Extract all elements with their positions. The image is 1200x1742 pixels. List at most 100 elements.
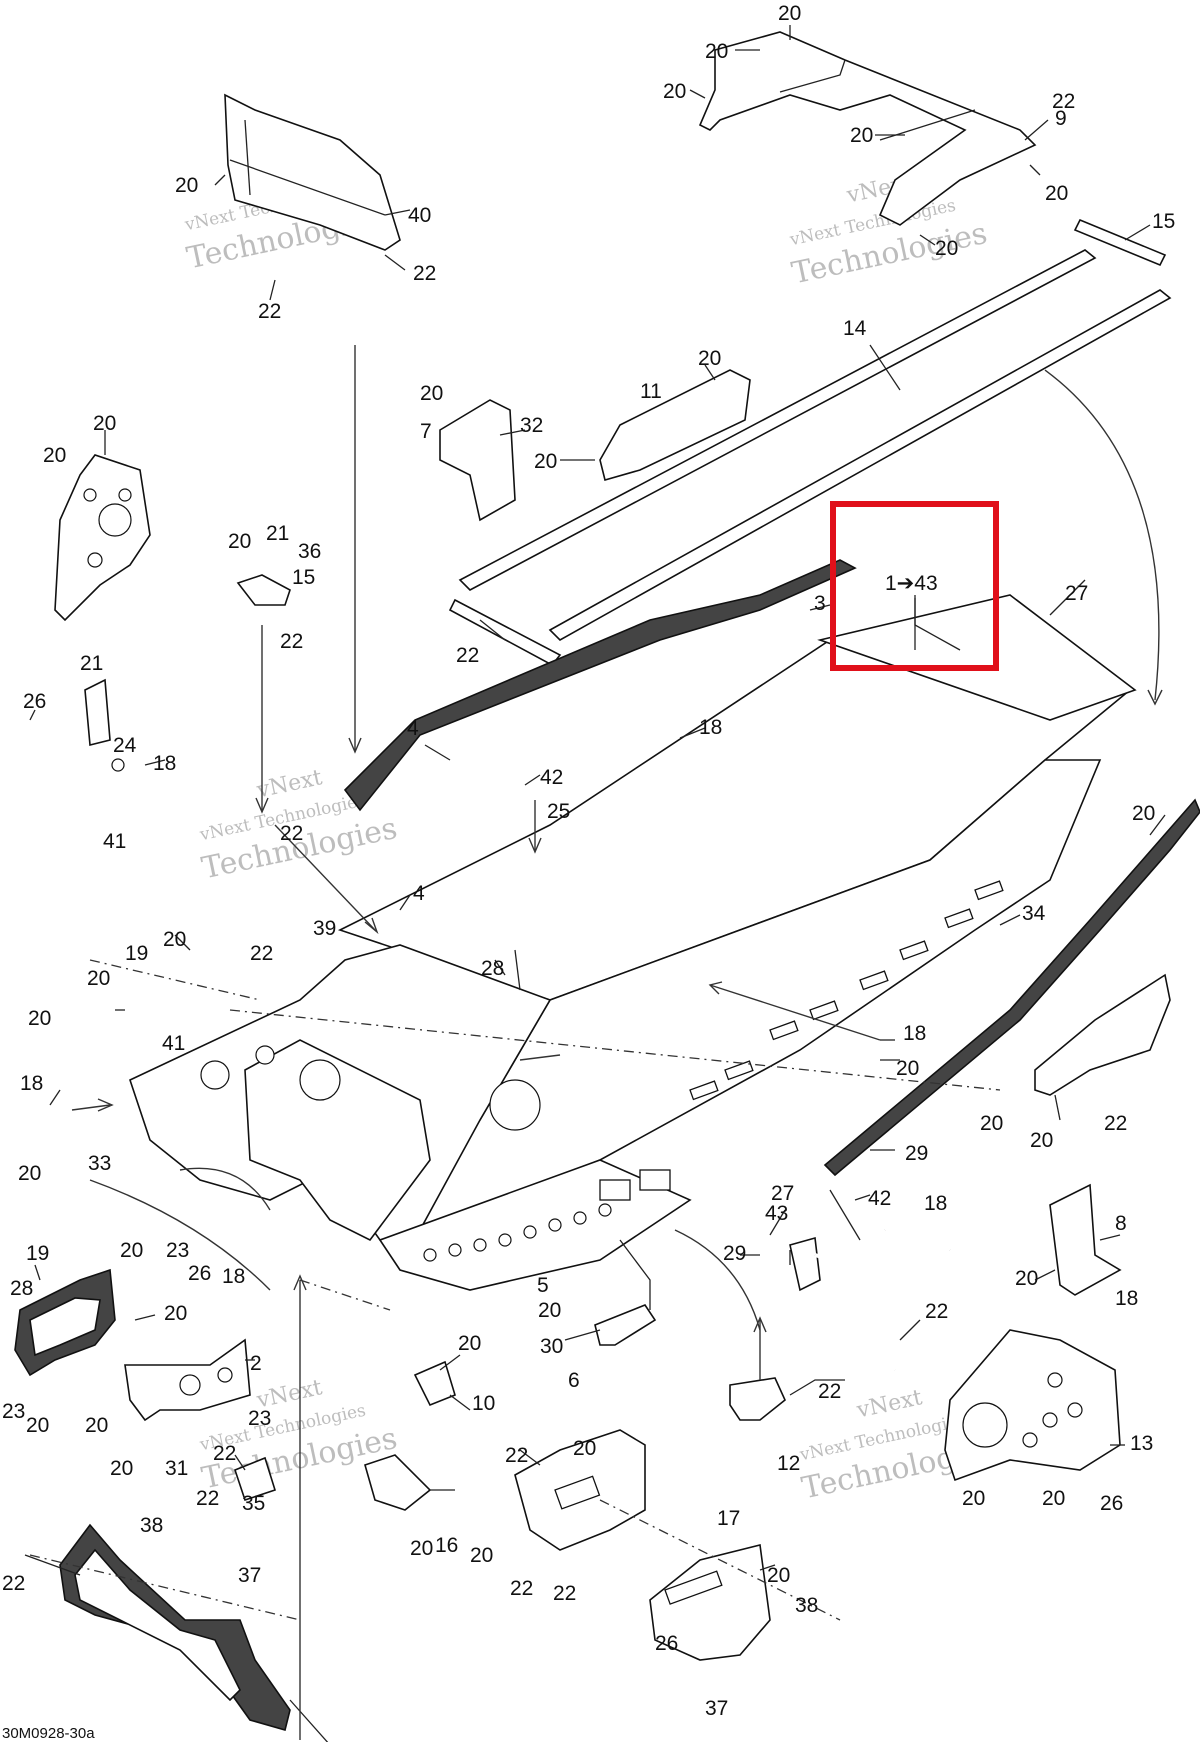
part-washer-26 [111,758,125,772]
part-callout-38: 38 [795,1594,818,1617]
part-callout-19: 19 [26,1242,49,1265]
part-callout-17: 17 [717,1507,740,1530]
part-callout-22: 22 [2,1572,25,1595]
leader-line [689,89,706,99]
leader-line [29,709,36,721]
part-bracket-12 [944,1329,1121,1482]
alignment-line [829,1189,861,1241]
part-callout-20: 20 [410,1537,433,1560]
part-callout-41: 41 [103,830,126,853]
slot [664,1570,723,1605]
leader-line [854,1194,871,1201]
part-callout-20: 20 [120,1239,143,1262]
part-callout-20: 20 [228,530,251,553]
part-callout-23: 23 [2,1400,25,1423]
part-callout-22: 22 [1104,1112,1127,1135]
alignment-line [299,1279,391,1311]
part-callout-20: 20 [420,382,443,405]
part-callout-25: 25 [547,800,570,823]
leader-line [439,1354,461,1371]
part-callout-4: 4 [407,717,419,740]
part-callout-37: 37 [238,1564,261,1587]
part-callout-22: 22 [413,262,436,285]
part-callout-20: 20 [1132,802,1155,825]
leader-lines [29,25,1166,1571]
part-bracket-27-right [789,1236,821,1292]
part-callout-22: 22 [196,1487,219,1510]
leader-line [234,1454,246,1471]
part-callout-5: 5 [537,1274,549,1297]
floor-holes [423,1169,671,1262]
part-callout-35: 35 [242,1492,265,1515]
part-callout-26: 26 [188,1262,211,1285]
part-callout-20: 20 [164,1302,187,1325]
leader-line [424,744,451,761]
alignment-line [29,1554,301,1621]
part-hole [523,1225,537,1239]
part-callout-22: 22 [818,1380,841,1403]
part-callout-7: 7 [420,420,432,443]
part-bracket-30 [594,1304,657,1346]
arrow-line [709,984,881,1041]
alignment-line [229,1009,1001,1091]
leader-line [769,1209,786,1236]
part-callout-20: 20 [1030,1129,1053,1152]
assembly-arrows [71,345,1163,1740]
leader-line [1029,164,1041,176]
part-spacer-15-top [1073,218,1167,267]
slot [639,1169,671,1191]
part-hole [1047,1372,1063,1388]
part-hole [217,1367,233,1383]
part-callout-26: 26 [655,1632,678,1655]
slot [599,1179,631,1201]
alignment-line [619,1239,651,1310]
part-callout-20: 20 [962,1487,985,1510]
leader-line [479,619,506,641]
part-hole [598,1203,612,1217]
part-callout-20: 20 [896,1057,919,1080]
part-hole [98,503,132,537]
part-callout-26: 26 [1100,1492,1123,1515]
part-hole [473,1238,487,1252]
part-hole [573,1211,587,1225]
part-hole [1067,1402,1083,1418]
arrow-head [364,917,379,935]
leader-line [49,1089,61,1106]
leader-line [809,604,831,611]
part-callout-18: 18 [1115,1287,1138,1310]
part-callout-20: 20 [698,347,721,370]
leader-line [919,234,936,246]
part-callout-39: 39 [313,917,336,940]
part-callout-21: 21 [80,652,103,675]
part-bracket-6 [413,1360,456,1407]
leader-line [789,1379,845,1396]
part-bracket-33 [1034,973,1171,1096]
part-callout-30: 30 [540,1335,563,1358]
part-bracket-17 [649,1544,771,1661]
part-callout-31: 31 [165,1457,188,1480]
part-callout-38: 38 [140,1514,163,1537]
part-callout-18: 18 [222,1265,245,1288]
part-callout-6: 6 [568,1369,580,1392]
part-callout-22: 22 [213,1442,236,1465]
watermark-line1: vNext [254,765,325,803]
part-callout-20: 20 [980,1112,1003,1135]
part-callout-42: 42 [540,766,563,789]
leader-line [144,759,166,766]
leader-line [759,1564,776,1571]
part-callout-20: 20 [93,412,116,435]
part-callout-21: 21 [266,522,289,545]
leader-line [1054,1094,1061,1121]
slot [769,1020,799,1041]
part-callout-42: 42 [868,1187,891,1210]
part-hole [548,1218,562,1232]
part-hole [87,552,103,568]
part-bracket-7 [439,399,516,522]
part-callout-29: 29 [723,1242,746,1265]
leader-line [34,1264,41,1281]
arrow-head [348,737,362,754]
arrow-line [674,1229,761,1331]
part-callout-20: 20 [767,1564,790,1587]
part-callout-15: 15 [292,566,315,589]
leader-line [1124,224,1151,241]
